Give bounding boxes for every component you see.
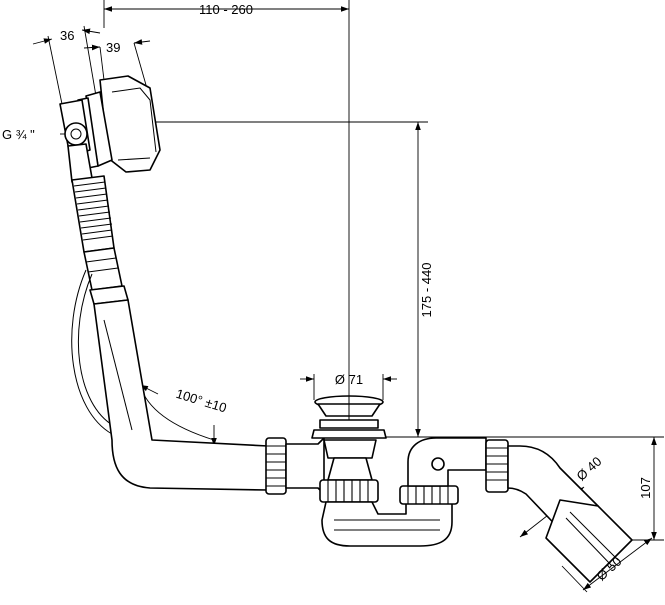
overflow-assembly [59, 75, 161, 183]
siphon-trap [321, 437, 487, 547]
label-adjust-range: 110 - 260 [199, 2, 253, 17]
label-thread: G ¾ " [2, 127, 35, 142]
label-height-107: 107 [638, 477, 653, 499]
label-angle: 100° ±10 [174, 386, 228, 416]
label-drain-diameter: Ø 71 [335, 372, 363, 387]
thread-connector-icon [64, 122, 88, 146]
drain-assembly [311, 395, 387, 503]
label-39: 39 [106, 40, 120, 55]
corrugated-hose [71, 175, 129, 435]
left-union-nut [265, 437, 325, 495]
overflow-pipe [93, 299, 269, 491]
outlet-elbow [485, 439, 633, 583]
label-height-range: 175 - 440 [419, 263, 434, 318]
label-diameter-40: Ø 40 [573, 454, 604, 484]
label-36: 36 [60, 28, 74, 43]
